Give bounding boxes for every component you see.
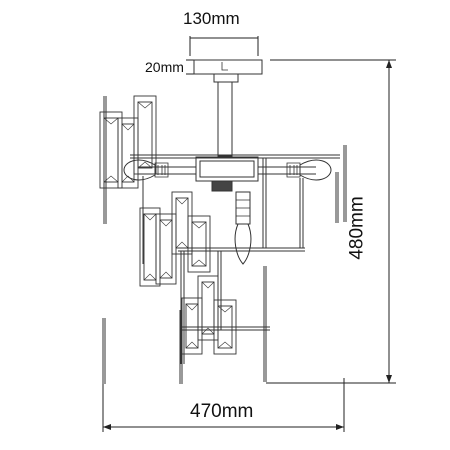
canopy-height-label: 20mm: [145, 59, 184, 75]
crystal-panels: [99, 95, 237, 355]
total-width-dimension: [102, 378, 345, 432]
total-width-label: 470mm: [190, 401, 254, 422]
bulb-right: [299, 159, 332, 181]
bulb-left-base: [154, 162, 169, 178]
right-tall-rod: [263, 266, 267, 382]
dimension-lines: [102, 36, 396, 432]
total-height-label: 480mm: [346, 196, 368, 260]
canopy-collar: [213, 73, 239, 83]
canopy-screw: [221, 62, 228, 71]
stem-rod: [217, 81, 233, 157]
right-vertical-rod: [343, 145, 347, 222]
crystal-panel: [171, 191, 193, 255]
canopy-height-dimension: [186, 59, 194, 75]
bulb-right-base: [286, 162, 301, 178]
ceiling-canopy: [193, 59, 263, 75]
crystal-panel: [213, 299, 237, 355]
hub-inner: [199, 160, 255, 178]
bulb-left: [123, 159, 156, 181]
canopy-width-dimension: [189, 36, 259, 56]
bulb-center: [234, 223, 252, 265]
crystal-panel: [133, 95, 157, 175]
frame-top-rail: [130, 154, 340, 159]
crystal-panel: [155, 213, 177, 285]
frame-rods: [102, 96, 347, 384]
crystal-panel: [187, 215, 211, 273]
bottom-left-rod: [102, 318, 106, 384]
hub-lower: [211, 180, 233, 192]
frame-mid-rail: [178, 247, 305, 252]
frame-low-rail: [180, 326, 270, 331]
total-height-dimension: [266, 59, 396, 384]
crystal-panel: [181, 297, 203, 355]
bulb-center-base: [236, 199, 250, 217]
canopy-width-label: 130mm: [183, 9, 240, 28]
bulbs: [123, 159, 332, 265]
canopy-and-stem: [193, 59, 263, 157]
right-lower-rod: [335, 172, 339, 223]
crystal-panel: [99, 111, 123, 189]
